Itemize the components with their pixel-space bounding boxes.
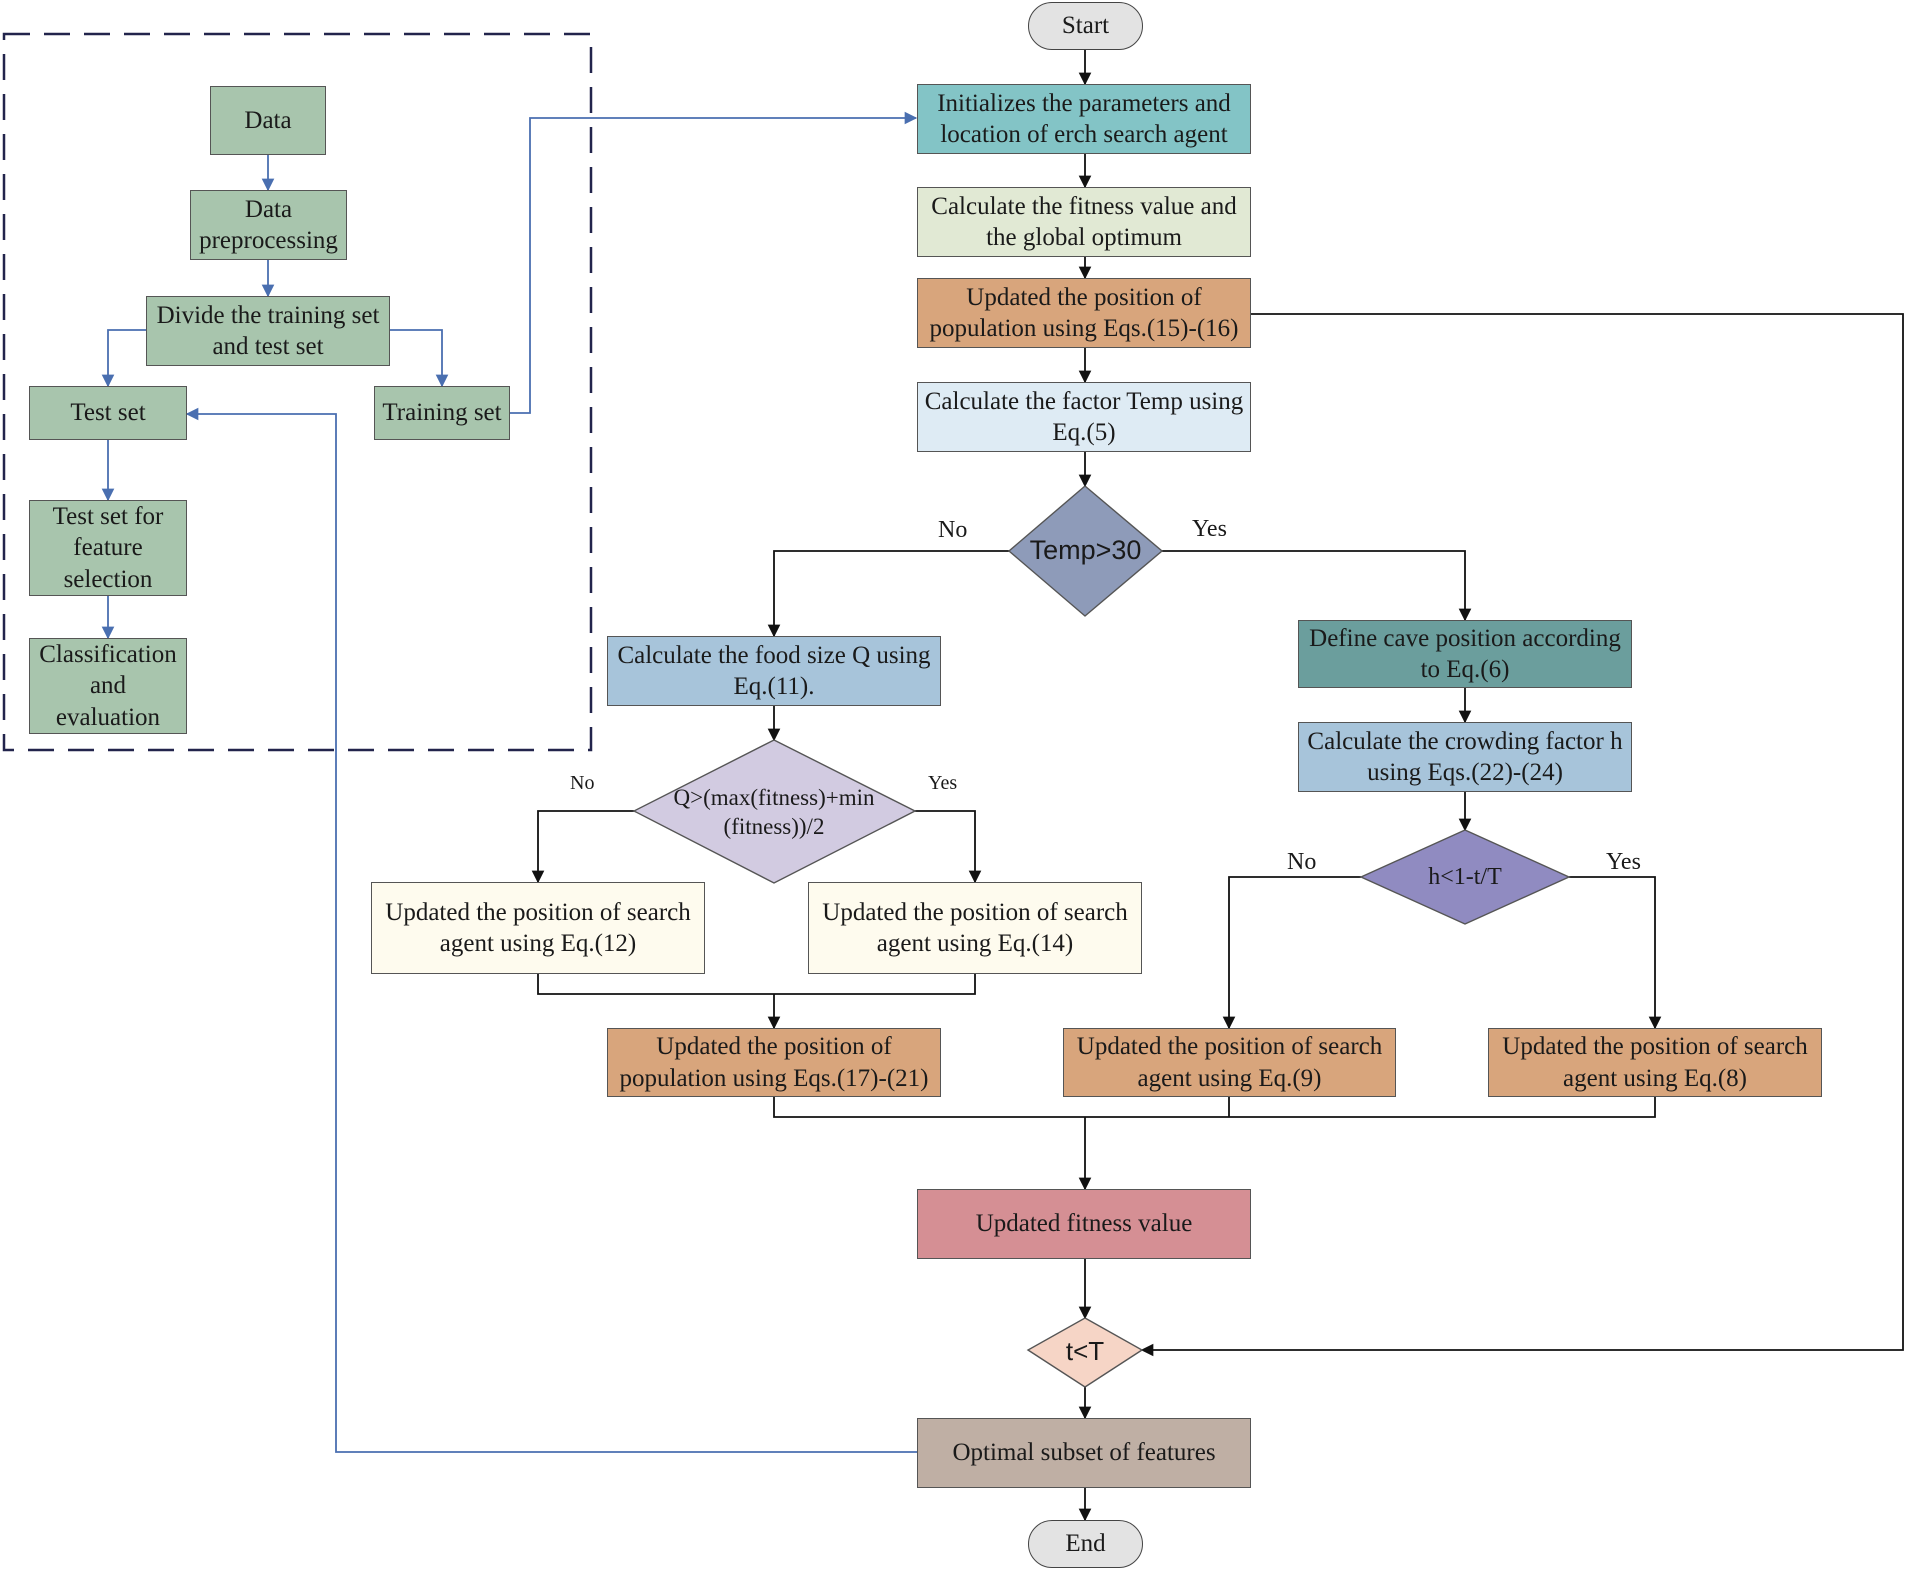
update-eq12-box: Updated the position of search agent usi… bbox=[371, 882, 705, 974]
h-decision-diamond bbox=[1359, 829, 1571, 925]
h-no-label: No bbox=[1287, 849, 1317, 875]
temp-no-label: No bbox=[938, 517, 968, 543]
t-decision-label: t<T bbox=[1065, 1335, 1105, 1366]
data-preprocessing-box: Data preprocessing bbox=[190, 190, 347, 260]
q-no-label: No bbox=[570, 772, 595, 794]
init-box: Initializes the parameters and location … bbox=[917, 84, 1251, 154]
training-set-box: Training set bbox=[374, 386, 510, 440]
fitness-box: Calculate the fitness value and the glob… bbox=[917, 187, 1251, 257]
cave-position-box: Define cave position according to Eq.(6) bbox=[1298, 620, 1632, 688]
start-terminal: Start bbox=[1028, 2, 1143, 50]
t-decision-diamond bbox=[1026, 1317, 1144, 1388]
update-pop-17-21-box: Updated the position of population using… bbox=[607, 1028, 941, 1097]
pipeline-dashed-frame bbox=[2, 32, 593, 752]
update-eq14-box: Updated the position of search agent usi… bbox=[808, 882, 1142, 974]
q-decision-label: Q>(max(fitness)+min (fitness))/2 bbox=[673, 785, 875, 839]
temp-decision-diamond bbox=[1007, 485, 1164, 617]
test-feature-selection-box: Test set for feature selection bbox=[29, 500, 187, 596]
q-yes-label: Yes bbox=[928, 772, 958, 794]
optimal-subset-box: Optimal subset of features bbox=[917, 1418, 1251, 1488]
classification-box: Classification and evaluation bbox=[29, 638, 187, 734]
h-decision-label: h<1-t/T bbox=[1428, 864, 1502, 890]
update-eq9-box: Updated the position of search agent usi… bbox=[1063, 1028, 1396, 1097]
test-set-box: Test set bbox=[29, 386, 187, 440]
crowding-factor-box: Calculate the crowding factor h using Eq… bbox=[1298, 722, 1632, 792]
flow-connectors bbox=[531, 50, 1904, 1522]
divide-sets-box: Divide the training set and test set bbox=[146, 296, 390, 366]
temp-decision-label: Temp>30 bbox=[1029, 535, 1142, 566]
h-yes-label: Yes bbox=[1606, 849, 1641, 875]
food-size-box: Calculate the food size Q using Eq.(11). bbox=[607, 636, 941, 706]
update-pop-15-16-box: Updated the position of population using… bbox=[917, 278, 1251, 348]
data-box: Data bbox=[210, 86, 326, 155]
temp-yes-label: Yes bbox=[1192, 516, 1227, 542]
temp-factor-box: Calculate the factor Temp using Eq.(5) bbox=[917, 382, 1251, 452]
end-terminal: End bbox=[1028, 1520, 1143, 1568]
pipeline-connectors bbox=[101, 111, 918, 1453]
q-decision-diamond bbox=[632, 739, 917, 884]
update-eq8-box: Updated the position of search agent usi… bbox=[1488, 1028, 1822, 1097]
updated-fitness-box: Updated fitness value bbox=[917, 1189, 1251, 1259]
